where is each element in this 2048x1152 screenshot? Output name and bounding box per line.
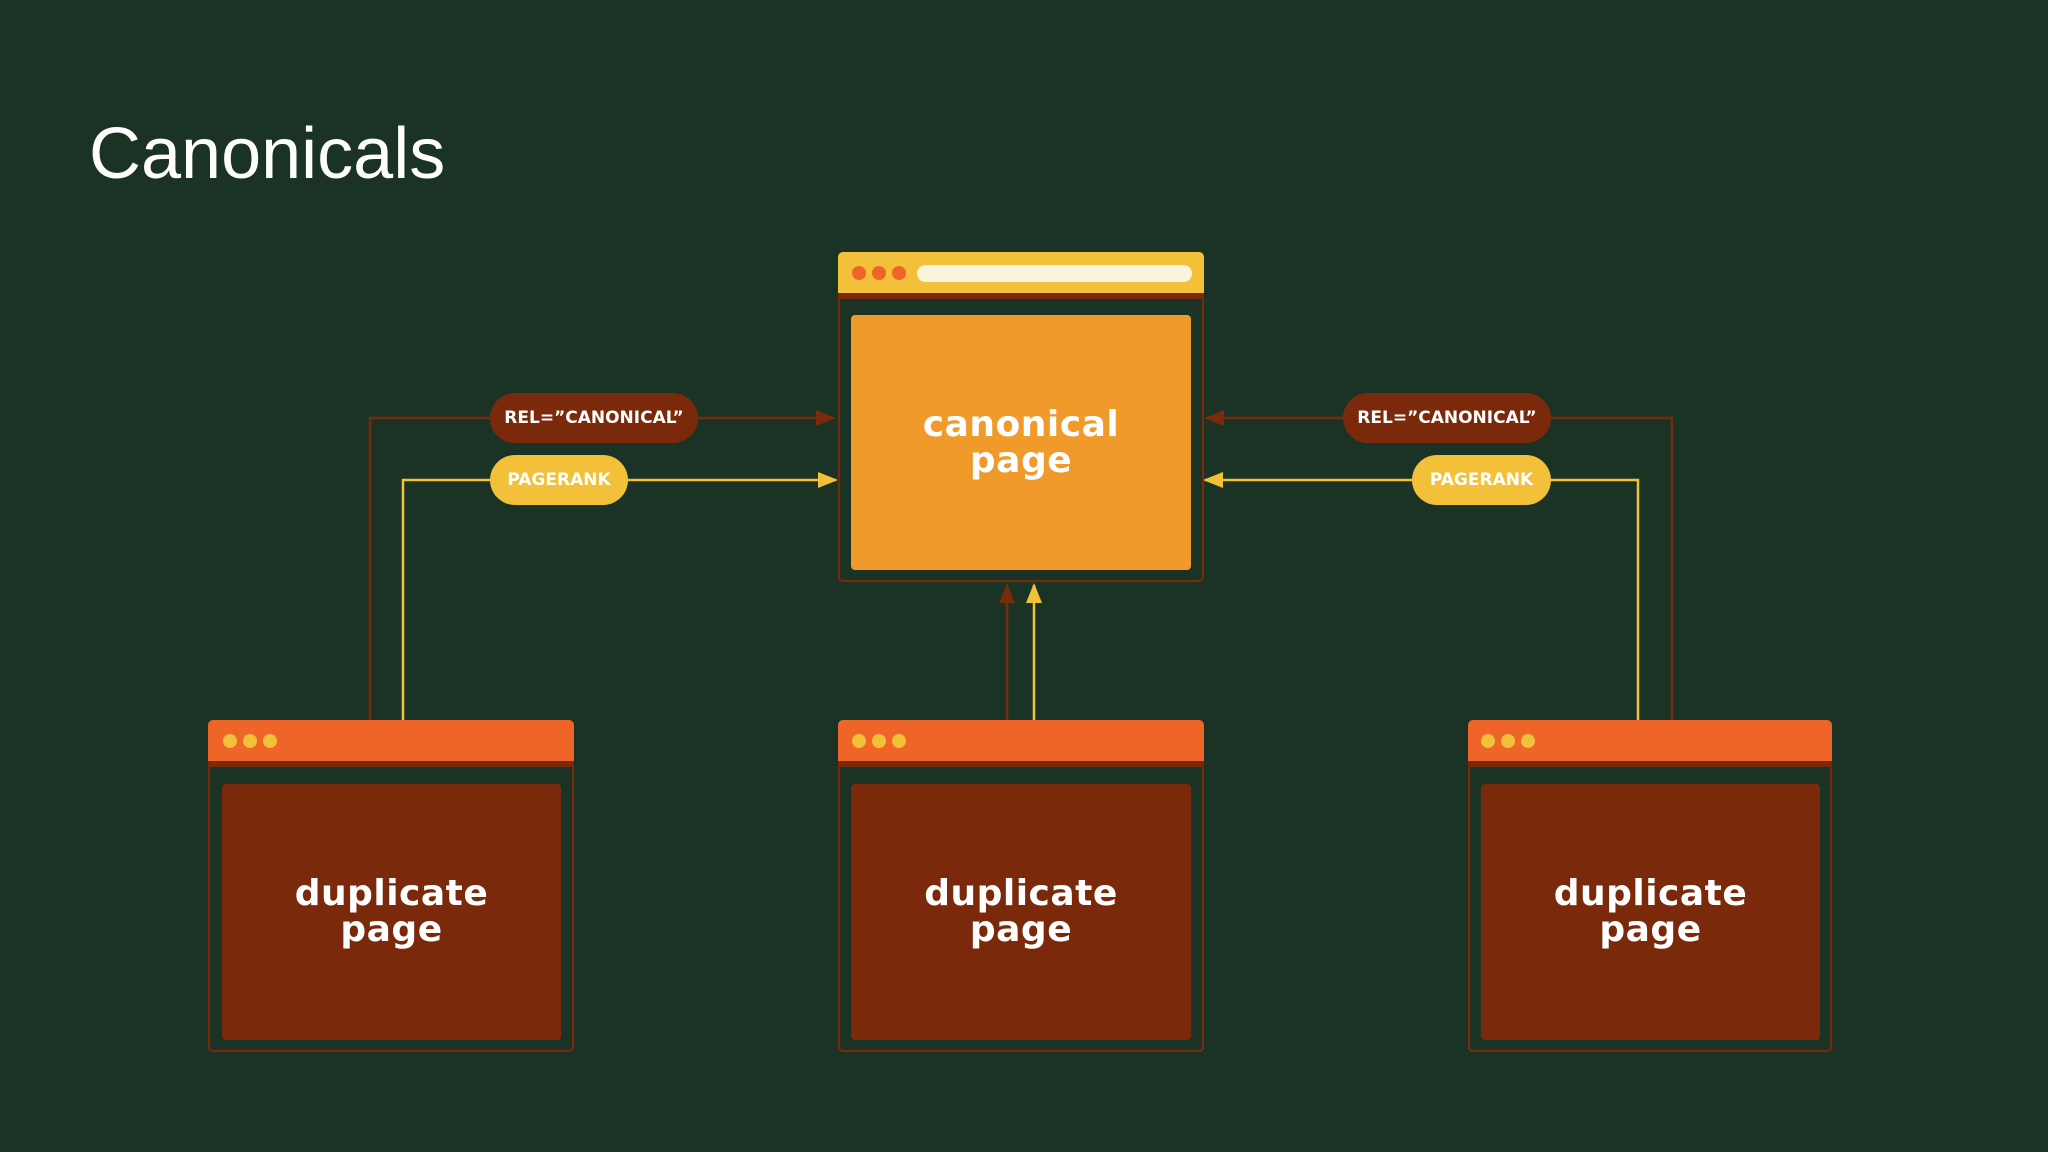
canonical-page-content: canonical page [851, 315, 1191, 570]
url-bar [917, 265, 1192, 282]
window-dot-icon [872, 266, 886, 280]
left-pagerank-connector [401, 472, 838, 720]
duplicate-page-content: duplicate page [1481, 784, 1820, 1040]
canonical-page-window: canonical page [838, 252, 1204, 582]
window-dot-icon [872, 734, 886, 748]
canonical-page-label: canonical page [922, 403, 1120, 481]
left-rel-canonical-label: REL=”CANONICAL” [490, 393, 698, 443]
duplicate-page-content: duplicate page [222, 784, 561, 1040]
window-dot-icon [263, 734, 277, 748]
window-dot-icon [223, 734, 237, 748]
right-pagerank-label: PAGERANK [1412, 455, 1551, 505]
duplicate-page-label: duplicate page [924, 873, 1118, 950]
duplicate-page-window-left: duplicate page [208, 720, 574, 1052]
slide-title: Canonicals [89, 114, 446, 194]
duplicate-page-label: duplicate page [294, 873, 489, 950]
window-dot-icon [892, 266, 906, 280]
right-rel-canonical-label: REL=”CANONICAL” [1343, 393, 1551, 443]
window-dot-icon [1501, 734, 1515, 748]
window-dot-icon [852, 734, 866, 748]
duplicate-page-window-middle: duplicate page [838, 720, 1204, 1052]
window-dot-icon [852, 266, 866, 280]
duplicate-page-label: duplicate page [1553, 873, 1748, 950]
duplicate-page-content: duplicate page [851, 784, 1191, 1040]
window-dot-icon [1481, 734, 1495, 748]
window-dot-icon [1521, 734, 1535, 748]
left-pagerank-label: PAGERANK [490, 455, 628, 505]
right-pagerank-connector [1203, 472, 1640, 720]
window-dot-icon [243, 734, 257, 748]
duplicate-page-window-right: duplicate page [1468, 720, 1832, 1052]
window-dot-icon [892, 734, 906, 748]
